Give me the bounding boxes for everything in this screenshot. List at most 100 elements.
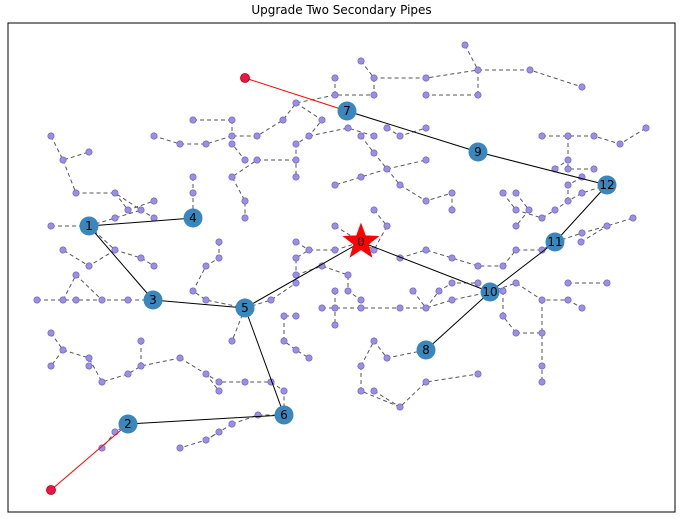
junction-node: [85, 262, 93, 270]
secondary-pipe: [50, 135, 90, 161]
junction-node: [370, 149, 378, 157]
junction-node: [383, 124, 391, 132]
secondary-pipe: [153, 135, 233, 145]
secondary-pipe: [231, 159, 296, 218]
junction-node: [215, 428, 223, 436]
junction-node: [396, 304, 404, 312]
junction-node: [512, 189, 520, 197]
secondary-pipe: [322, 291, 491, 309]
junction-node: [228, 140, 236, 148]
secondary-pipe: [62, 274, 103, 301]
junction-node: [292, 254, 300, 262]
junction-node: [305, 354, 313, 362]
secondary-pipe: [334, 78, 375, 96]
junction-node: [72, 189, 80, 197]
junction-node: [279, 116, 287, 124]
junction-node: [383, 165, 391, 173]
junction-node: [564, 165, 572, 173]
junction-node: [590, 132, 598, 140]
junction-node: [422, 197, 430, 205]
hub-label-8: 8: [422, 343, 430, 357]
junction-node: [448, 296, 456, 304]
junction-node: [448, 189, 456, 197]
junction-node: [267, 296, 275, 304]
junction-node: [512, 279, 520, 287]
chart-title: Upgrade Two Secondary Pipes: [251, 3, 432, 17]
junction-node: [435, 287, 443, 295]
junction-node: [448, 206, 456, 214]
junction-node: [241, 156, 249, 164]
junction-node: [526, 66, 534, 74]
junction-node: [137, 362, 145, 370]
junction-node: [422, 246, 430, 254]
junction-node: [228, 420, 236, 428]
junction-node: [228, 337, 236, 345]
hub-node-4: [183, 208, 203, 228]
junction-node: [512, 206, 520, 214]
hub-label-1: 1: [85, 219, 93, 233]
junction-node: [590, 165, 598, 173]
upgrade-endpoint-node: [240, 73, 250, 83]
hub-label-9: 9: [474, 145, 482, 159]
primary-pipe: [489, 241, 556, 293]
junction-node: [538, 362, 546, 370]
hub-label-7: 7: [343, 104, 351, 118]
junction-node: [253, 156, 261, 164]
junction-node: [512, 246, 520, 254]
secondary-pipe: [373, 390, 401, 408]
secondary-pipe: [412, 282, 478, 309]
junction-node: [47, 329, 55, 337]
junction-node: [357, 387, 365, 395]
primary-pipe: [244, 307, 285, 416]
junction-node: [176, 444, 184, 452]
junction-node: [331, 321, 339, 329]
secondary-pipe: [62, 159, 155, 219]
hub-label-5: 5: [241, 301, 249, 315]
hub-label-3: 3: [149, 293, 157, 307]
hub-label-12: 12: [599, 178, 614, 192]
junction-node: [59, 346, 67, 354]
junction-node: [357, 57, 365, 65]
junction-node: [72, 296, 80, 304]
junction-node: [409, 287, 417, 295]
secondary-pipe: [114, 192, 155, 211]
secondary-pipe: [554, 217, 634, 243]
junction-node: [422, 91, 430, 99]
hub-label-4: 4: [189, 211, 197, 225]
junction-node: [47, 132, 55, 140]
secondary-pipe: [360, 135, 453, 210]
junction-node: [292, 156, 300, 164]
junction-node: [202, 140, 210, 148]
junction-node: [564, 181, 572, 189]
junction-node: [357, 173, 365, 181]
junction-node: [370, 91, 378, 99]
junction-node: [228, 132, 236, 140]
secondary-pipe: [231, 307, 246, 342]
junction-node: [111, 428, 119, 436]
junction-node: [59, 246, 67, 254]
junction-node: [189, 173, 197, 181]
primary-pipe: [425, 291, 491, 351]
secondary-pipe: [360, 209, 388, 251]
junction-node: [331, 91, 339, 99]
secondary-pipe: [231, 120, 246, 161]
junction-node: [215, 378, 223, 386]
junction-node: [370, 387, 378, 395]
secondary-pipe: [88, 225, 155, 267]
junction-node: [396, 403, 404, 411]
junction-node: [85, 362, 93, 370]
junction-node: [305, 132, 313, 140]
upgraded-pipe: [244, 77, 348, 112]
junction-node: [396, 181, 404, 189]
junction-node: [280, 337, 288, 345]
junction-node: [474, 370, 482, 378]
secondary-pipe: [502, 291, 517, 334]
junction-node: [538, 296, 546, 304]
junction-node: [111, 189, 119, 197]
junction-node: [564, 156, 572, 164]
junction-node: [461, 41, 469, 49]
junction-node: [603, 279, 611, 287]
junction-node: [292, 99, 300, 107]
junction-node: [448, 254, 456, 262]
junction-node: [137, 337, 145, 345]
